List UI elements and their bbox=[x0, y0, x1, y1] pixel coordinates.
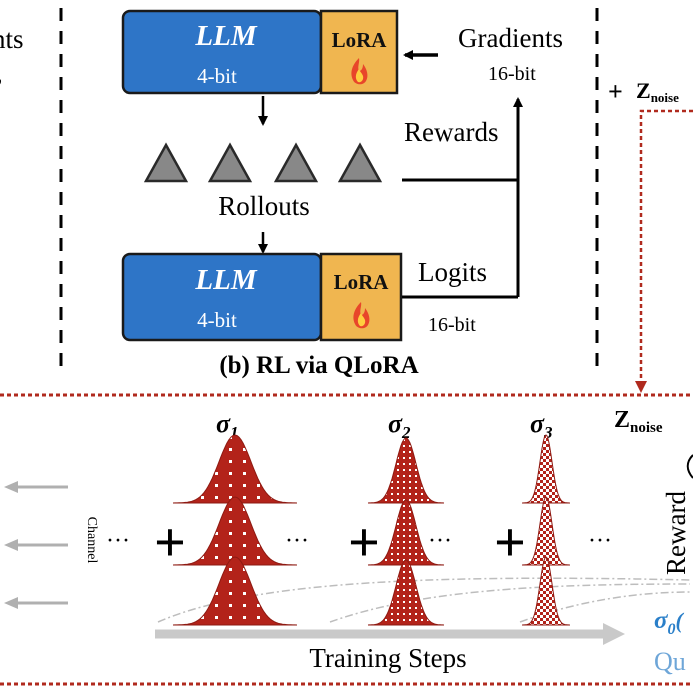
plus-sign: + bbox=[348, 512, 380, 574]
reward-trend-curve bbox=[329, 583, 691, 623]
channel-label: Channel bbox=[84, 517, 99, 564]
panel-b-caption: (b) RL via QLoRA bbox=[219, 352, 418, 379]
plus-sign: + bbox=[494, 512, 526, 574]
left-panel-text-top: nts bbox=[0, 24, 24, 54]
fire-icon bbox=[353, 302, 370, 329]
ellipsis: ··· bbox=[588, 528, 612, 554]
sigma0-label: σ0( bbox=[654, 607, 684, 638]
llm-block-top: LLM 4-bit LoRA bbox=[121, 9, 399, 95]
gradients-label: Gradients bbox=[458, 23, 563, 53]
lora-top-label: LoRA bbox=[332, 28, 388, 52]
noise-distributions bbox=[172, 434, 570, 626]
plus-sign: + bbox=[154, 512, 186, 574]
llm-top-title: LLM bbox=[194, 20, 257, 52]
noise-distribution-3-2 bbox=[522, 496, 570, 566]
noise-dotted-arrow bbox=[635, 109, 693, 393]
qu-label: Qu bbox=[654, 647, 686, 676]
ellipsis: ··· bbox=[428, 528, 452, 554]
rollout-triangle bbox=[337, 142, 383, 183]
sigma-label-1: σ1 bbox=[216, 409, 239, 442]
rollouts-label: Rollouts bbox=[218, 191, 310, 221]
noise-distribution-1-2 bbox=[172, 496, 298, 566]
noise-distribution-1-1 bbox=[172, 434, 298, 504]
noise-distribution-2-1 bbox=[367, 437, 445, 504]
training-steps-label: Training Steps bbox=[309, 643, 466, 673]
rollout-triangle bbox=[207, 142, 253, 183]
noise-top-z: Znoise bbox=[636, 78, 679, 105]
reward-label: Reward bbox=[661, 491, 691, 575]
noise-distribution-2-3 bbox=[367, 559, 445, 626]
reward-curve-fragment bbox=[686, 454, 693, 479]
llm-bottom-bits: 4-bit bbox=[197, 308, 237, 332]
ellipsis: ··· bbox=[106, 528, 130, 554]
lora-bottom-label: LoRA bbox=[334, 270, 390, 294]
training-steps-axis-head bbox=[603, 623, 625, 645]
sigma-label-3: σ3 bbox=[530, 409, 553, 442]
sigma-label-2: σ2 bbox=[388, 409, 411, 442]
channel-arrow-head bbox=[4, 481, 18, 493]
left-panel-text-second: , bbox=[0, 58, 3, 88]
llm-block-bottom: LLM 4-bit LoRA bbox=[121, 252, 403, 342]
logits-label: Logits bbox=[418, 257, 487, 287]
gradients-bits: 16-bit bbox=[488, 63, 536, 85]
noise-distribution-2-2 bbox=[367, 499, 445, 566]
left-panel: nts , bbox=[0, 24, 24, 88]
rollouts-group bbox=[143, 142, 383, 183]
rollout-triangle bbox=[143, 142, 189, 183]
noise-distribution-3-3 bbox=[522, 556, 570, 626]
channel-arrow-head bbox=[4, 539, 18, 551]
llm-bottom-title: LLM bbox=[194, 264, 257, 296]
noise-distribution-3-1 bbox=[522, 434, 570, 504]
noise-top-plus: + bbox=[608, 77, 623, 106]
channel-arrow-head bbox=[4, 597, 18, 609]
ellipsis: ··· bbox=[285, 528, 309, 554]
llm-top-bits: 4-bit bbox=[197, 64, 237, 88]
reward-trend-curve bbox=[157, 577, 691, 623]
channel-arrows bbox=[4, 481, 68, 609]
fire-icon bbox=[351, 58, 368, 85]
rewards-label: Rewards bbox=[404, 117, 498, 147]
rollout-triangle bbox=[273, 142, 319, 183]
noise-distribution-1-3 bbox=[172, 556, 298, 626]
noise-mid-z: Znoise bbox=[614, 407, 663, 436]
logits-bits: 16-bit bbox=[428, 314, 476, 336]
